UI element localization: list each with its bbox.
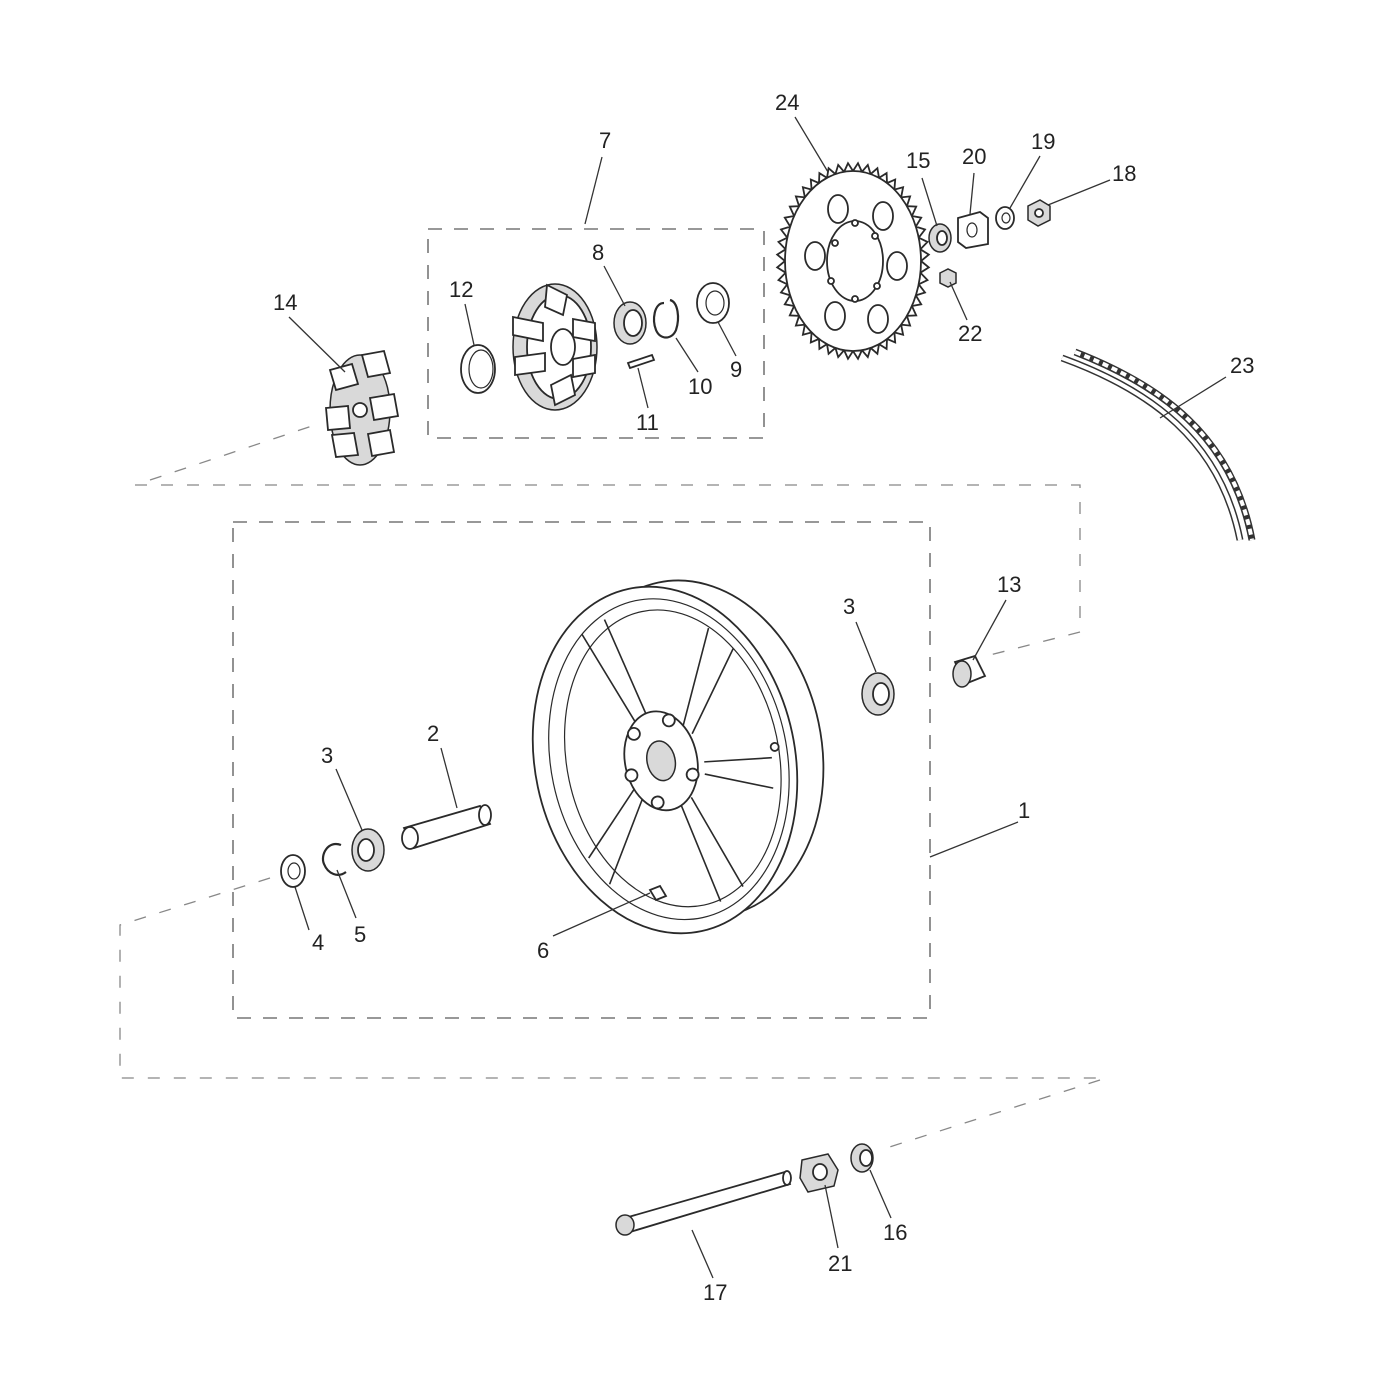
part-label-4: 4	[312, 930, 324, 955]
part-label-10: 10	[688, 374, 712, 399]
adjuster-washer	[928, 223, 952, 253]
part-label-8: 8	[592, 240, 604, 265]
part-label-22: 22	[958, 321, 982, 346]
axle-spacer-right	[952, 654, 987, 688]
drive-chain	[1060, 348, 1256, 541]
group-boxes	[119, 228, 1101, 1151]
wheel-spacer-tube	[401, 804, 492, 850]
cush-rubber-alignment-line	[149, 424, 316, 481]
part-label-2: 2	[427, 721, 439, 746]
hub-bearing	[613, 301, 647, 345]
part-label-5: 5	[354, 922, 366, 947]
tyre-valve	[648, 884, 668, 902]
axle-adjuster-block	[799, 1153, 839, 1193]
axle-spacer-left	[850, 1143, 874, 1173]
rear-axle	[615, 1170, 792, 1236]
cush-drive-rubbers	[325, 349, 400, 466]
part-label-23: 23	[1230, 353, 1254, 378]
part-label-11: 11	[636, 410, 659, 435]
part-labels: 1 2 3 3 4 5 6 7 8 9 10 11 12 13 14 15 16…	[273, 90, 1254, 1305]
part-label-20: 20	[962, 144, 986, 169]
leader-lines	[288, 116, 1227, 1279]
part-label-1: 1	[1018, 798, 1030, 823]
part-label-12: 12	[449, 277, 473, 302]
part-label-16: 16	[883, 1220, 907, 1245]
wheel-group-box	[232, 521, 931, 1019]
part-label-14: 14	[273, 290, 297, 315]
circlip	[653, 298, 680, 339]
part-label-13: 13	[997, 572, 1021, 597]
sprocket-stud-nut	[939, 268, 957, 288]
part-label-7: 7	[599, 128, 611, 153]
cush-drive-group-box	[427, 228, 765, 439]
wheel-spokes	[581, 619, 774, 902]
hub-seal	[696, 282, 730, 324]
part-label-19: 19	[1031, 129, 1055, 154]
outer-assembly-box-lower	[119, 877, 1100, 1079]
axle-alignment-line	[879, 1079, 1101, 1151]
plain-washer	[995, 206, 1015, 230]
chain-adjuster-block	[957, 211, 989, 249]
part-label-3-right: 3	[843, 594, 855, 619]
wheel-seal	[280, 854, 306, 888]
part-label-6: 6	[537, 938, 549, 963]
part-label-3-left: 3	[321, 743, 333, 768]
wheel-bearing-right	[861, 672, 895, 716]
part-label-21: 21	[828, 1251, 852, 1276]
wheel-circlip	[321, 842, 347, 876]
wheel-bearing-left	[351, 828, 385, 872]
part-label-9: 9	[730, 357, 742, 382]
cush-drive-hub	[512, 283, 598, 411]
part-label-15: 15	[906, 148, 930, 173]
rear-sprocket	[775, 161, 931, 361]
outer-assembly-box	[135, 484, 1081, 656]
pin	[626, 353, 656, 370]
rear-wheel	[531, 579, 825, 935]
part-label-18: 18	[1112, 161, 1136, 186]
part-label-17: 17	[703, 1280, 727, 1305]
spacer-ring	[460, 344, 496, 394]
part-label-24: 24	[775, 90, 799, 115]
sprocket-nut	[1027, 199, 1051, 227]
